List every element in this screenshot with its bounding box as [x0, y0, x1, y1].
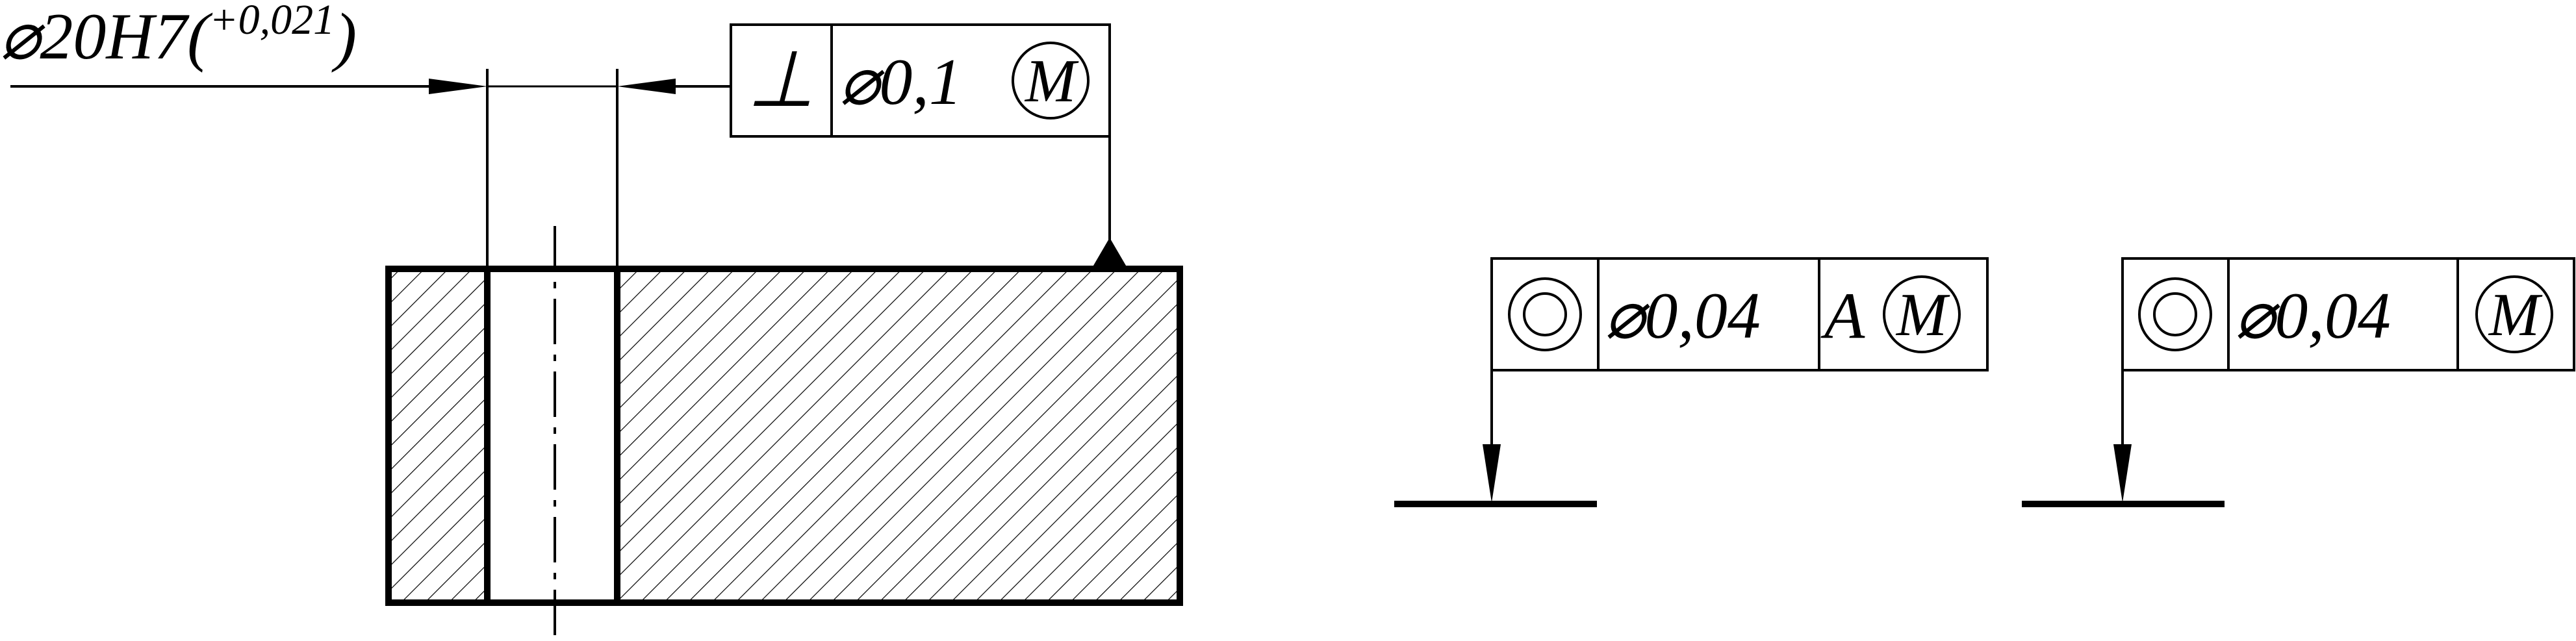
- tolerance-zone-text: ⌀0,04: [2235, 279, 2391, 353]
- diameter-symbol: ⌀: [839, 45, 885, 119]
- frame-border: [2121, 257, 2575, 371]
- frame-perpendicularity: ⊥ ⌀0,1 M: [730, 23, 1128, 269]
- concentric-circles-icon: [2138, 277, 2212, 351]
- hole-size-text: ⌀20H7(+0,021): [0, 0, 357, 73]
- modifier-circle: [1012, 42, 1090, 119]
- part-outline: [385, 266, 1183, 606]
- diameter-symbol: ⌀: [2235, 279, 2280, 353]
- dimension-arrow-left: [429, 79, 487, 94]
- hole-size-callout: ⌀20H7(+0,021): [0, 0, 357, 73]
- hole-dimension: [10, 69, 731, 269]
- closing-paren: ): [331, 0, 357, 73]
- hatch-left: [389, 269, 487, 603]
- leader-arrow: [2113, 444, 2132, 503]
- diameter-symbol: ⌀: [0, 0, 45, 73]
- concentric-circles-icon: [1508, 277, 1582, 351]
- modifier-circle: [1883, 275, 1961, 353]
- tolerance-zone-text: ⌀0,1: [839, 45, 962, 119]
- modifier-circle: [2475, 275, 2553, 353]
- frame-coaxiality: ⌀0,04 M: [2022, 257, 2575, 507]
- dimension-arrow-right: [617, 79, 676, 94]
- tolerance-value: 0,04: [1644, 279, 1761, 353]
- perpendicularity-symbol: ⊥: [747, 36, 815, 123]
- upper-tolerance: +0,021: [209, 0, 335, 44]
- frame-border: [1490, 257, 1989, 371]
- diameter-symbol: ⌀: [1605, 279, 1650, 353]
- tolerance-value: 0,1: [879, 45, 962, 119]
- tolerance-value: 0,04: [2275, 279, 2391, 353]
- hatch-right: [617, 269, 1180, 603]
- tolerance-zone-text: ⌀0,04: [1605, 279, 1761, 353]
- datum-letter: A: [1820, 279, 1865, 353]
- modifier-letter: M: [1895, 281, 1950, 349]
- leader-arrow: [1483, 444, 1501, 503]
- part-section: [385, 226, 1183, 638]
- frame-coaxiality-datum: ⌀0,04 A M: [1394, 257, 1989, 507]
- size-designation: 20H7(: [40, 0, 213, 73]
- datum-triangle: [1091, 238, 1128, 269]
- modifier-letter: M: [2488, 281, 2543, 349]
- modifier-letter: M: [1024, 47, 1079, 115]
